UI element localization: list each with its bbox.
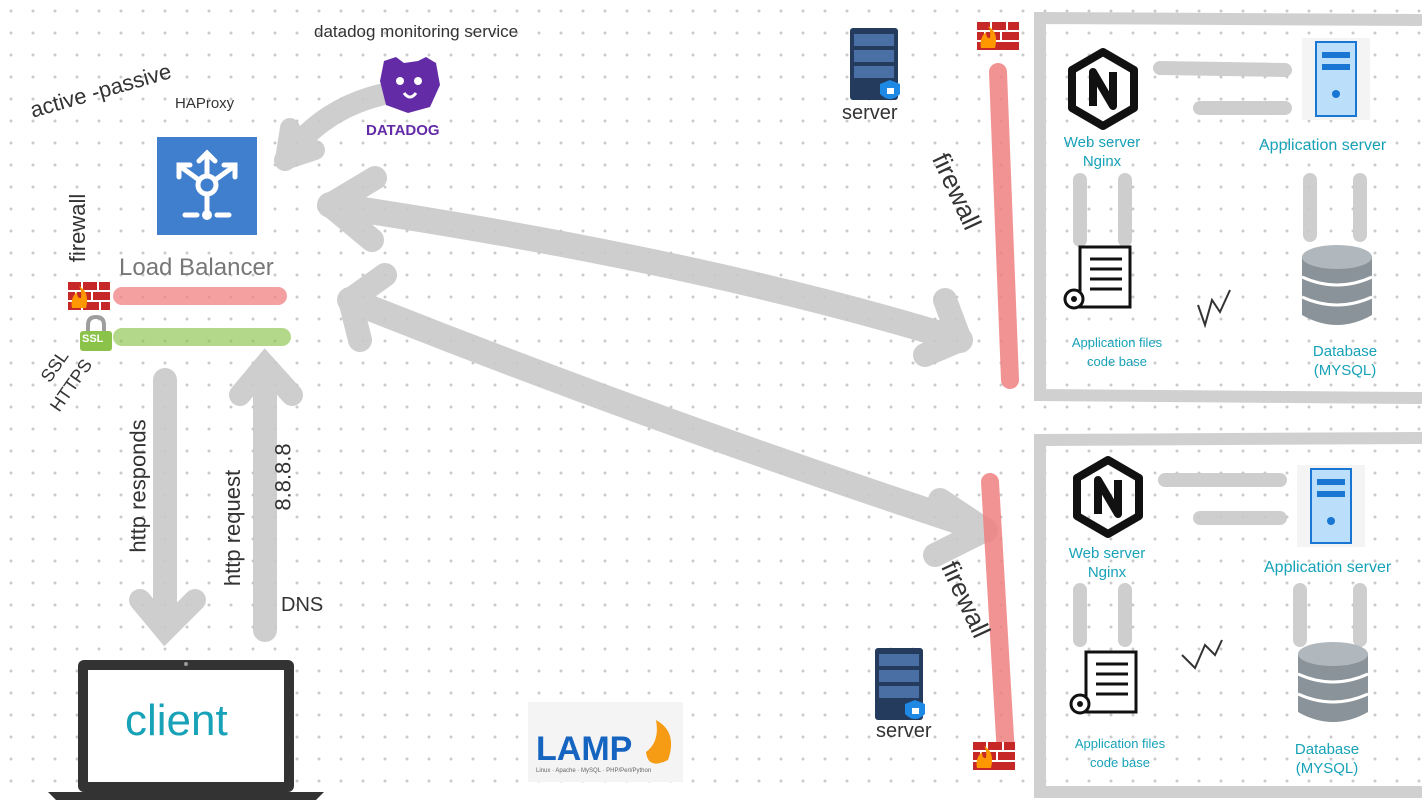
dns-label: DNS bbox=[281, 594, 324, 616]
datadog-icon bbox=[380, 57, 440, 113]
arrow-lb-to-bottom-server bbox=[337, 287, 998, 543]
code-file-gear-icon bbox=[1069, 650, 1138, 715]
top-firewall-bar bbox=[989, 63, 1019, 389]
connection-arrows bbox=[129, 61, 1367, 647]
firewall-brick-icon bbox=[68, 282, 110, 310]
code-file-gear-icon bbox=[1063, 245, 1132, 310]
database-icon bbox=[1297, 642, 1369, 722]
nginx-icon bbox=[1068, 48, 1138, 130]
nginx-icon bbox=[1073, 456, 1143, 538]
arrow-lb-to-top-server bbox=[317, 192, 973, 353]
ssl-lock-icon bbox=[80, 314, 112, 351]
laptop-icon bbox=[48, 660, 324, 800]
client-label: client bbox=[125, 696, 228, 745]
app-files-top-label: Application files code base bbox=[1071, 335, 1163, 369]
database-top-label: Database (MYSQL) bbox=[1312, 343, 1378, 379]
lamp-logo-icon bbox=[528, 702, 683, 782]
firewall-brick-icon bbox=[977, 22, 1019, 50]
app-files-bottom-label: Application files code base bbox=[1074, 736, 1166, 770]
lamp-logo-subtitle: Linux · Apache · MySQL · PHP/Perl/Python bbox=[536, 768, 652, 774]
dns-ip-label: 8.8.8.8 bbox=[270, 443, 296, 511]
http-request-label: http request bbox=[220, 469, 246, 587]
load-balancer-icon bbox=[157, 137, 257, 235]
database-bottom-label: Database (MYSQL) bbox=[1294, 741, 1360, 777]
server-rack-icon bbox=[875, 648, 925, 720]
app-server-top-label: Application server bbox=[1259, 137, 1387, 154]
connector-scribble bbox=[1197, 289, 1231, 329]
ssl-badge-text: SSL bbox=[82, 333, 104, 345]
lamp-logo-text: LAMP bbox=[536, 730, 633, 768]
firewall-left-label: firewall bbox=[65, 193, 91, 263]
connector-scribble bbox=[1181, 639, 1223, 670]
haproxy-label: HAProxy bbox=[175, 95, 235, 112]
datadog-caption: datadog monitoring service bbox=[314, 22, 519, 41]
http-responds-label: http responds bbox=[125, 419, 151, 553]
web-server-top-label: Web server Nginx bbox=[1063, 134, 1141, 170]
app-server-bottom-label: Application server bbox=[1264, 559, 1392, 576]
datadog-logo-text: DATADOG bbox=[366, 122, 440, 139]
server-bottom-label: server bbox=[876, 720, 932, 742]
bottom-firewall-bar bbox=[981, 473, 1015, 764]
application-server-icon bbox=[1302, 38, 1370, 120]
top-cluster-outline bbox=[1034, 11, 1422, 404]
firewall-brick-icon bbox=[973, 742, 1015, 770]
server-rack-icon bbox=[850, 28, 900, 100]
firewall-strokes bbox=[113, 63, 1019, 764]
server-cluster-outlines bbox=[1034, 11, 1422, 798]
server-top-label: server bbox=[842, 102, 898, 124]
bottom-cluster-outline bbox=[1034, 432, 1422, 798]
application-server-icon bbox=[1297, 465, 1365, 547]
load-balancer-label: Load Balancer bbox=[119, 254, 274, 281]
database-icon bbox=[1301, 245, 1373, 325]
web-server-bottom-label: Web server Nginx bbox=[1068, 545, 1146, 581]
